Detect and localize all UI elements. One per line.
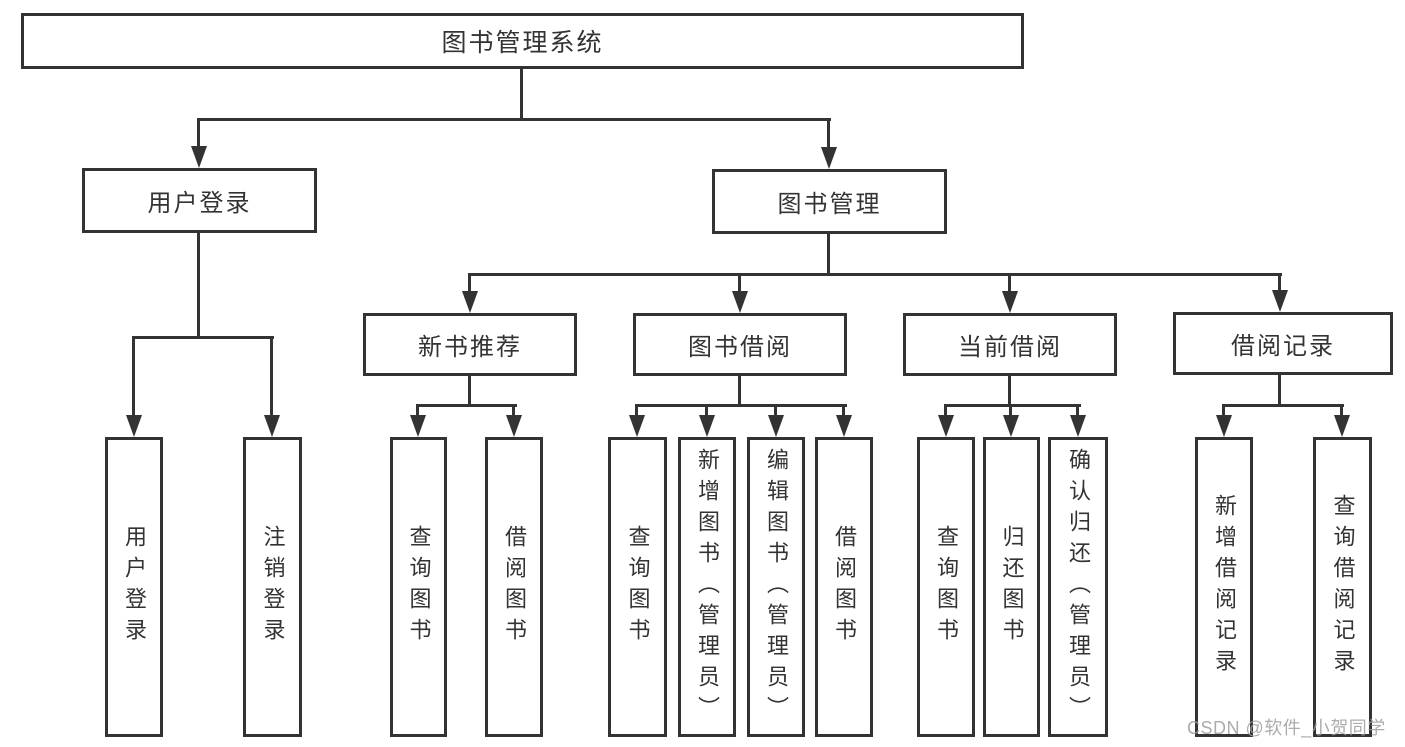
node-new-book-recommend-label: 新书推荐 [418, 334, 522, 361]
connector-line [635, 404, 847, 407]
node-leaf-borrowing-borrow-books: 借阅图书 [815, 437, 873, 737]
csdn-watermark: CSDN @软件_小贺同学 [1187, 718, 1386, 738]
node-leaf-borrowing-edit-books-label: 编辑图书（管理员） [764, 447, 789, 727]
connector-line [416, 404, 419, 418]
node-root-label: 图书管理系统 [441, 29, 604, 57]
node-leaf-records-query-record: 查询借阅记录 [1313, 437, 1372, 737]
connector-line [1076, 404, 1079, 418]
connector-line [468, 376, 471, 406]
connector-line [842, 404, 845, 418]
arrow-down-icon [836, 415, 852, 437]
connector-line [512, 404, 515, 418]
node-borrow-records: 借阅记录 [1173, 312, 1393, 375]
connector-line [468, 273, 471, 294]
node-leaf-user-login-label: 用户登录 [122, 525, 147, 649]
connector-line [416, 404, 517, 407]
connector-line [774, 404, 777, 418]
node-leaf-current-confirm-return-label: 确认归还（管理员） [1066, 447, 1091, 727]
arrow-down-icon [191, 146, 207, 168]
connector-line [1340, 404, 1343, 418]
connector-line [1222, 404, 1344, 407]
arrow-down-icon [410, 415, 426, 437]
node-book-management-label: 图书管理 [777, 191, 882, 218]
node-user-login: 用户登录 [82, 168, 317, 233]
connector-line [1278, 375, 1281, 406]
node-leaf-logout-label: 注销登录 [260, 525, 286, 649]
node-leaf-borrowing-edit-books: 编辑图书（管理员） [747, 437, 805, 737]
node-current-borrowing-label: 当前借阅 [958, 334, 1062, 361]
node-user-login-label: 用户登录 [147, 190, 252, 217]
connector-line [197, 233, 200, 338]
node-borrow-records-label: 借阅记录 [1231, 333, 1335, 360]
arrow-down-icon [1002, 291, 1018, 313]
connector-line [520, 69, 523, 120]
node-leaf-borrowing-add-books: 新增图书（管理员） [678, 437, 736, 737]
node-leaf-recommend-query-books: 查询图书 [390, 437, 447, 737]
node-leaf-logout: 注销登录 [243, 437, 302, 737]
connector-line [270, 336, 273, 417]
connector-line [197, 118, 831, 121]
node-leaf-recommend-query-books-label: 查询图书 [406, 525, 432, 649]
connector-line [1009, 404, 1012, 418]
arrow-down-icon [126, 415, 142, 437]
arrow-down-icon [1334, 415, 1350, 437]
node-leaf-recommend-borrow-books-label: 借阅图书 [502, 525, 527, 649]
node-book-management: 图书管理 [712, 169, 947, 234]
arrow-down-icon [1003, 415, 1019, 437]
connector-line [635, 404, 638, 418]
node-book-borrowing-label: 图书借阅 [688, 334, 792, 361]
connector-line [944, 404, 1081, 407]
connector-line [705, 404, 708, 418]
arrow-down-icon [1070, 415, 1086, 437]
connector-line [1278, 273, 1281, 294]
node-book-borrowing: 图书借阅 [633, 313, 847, 376]
node-new-book-recommend: 新书推荐 [363, 313, 577, 376]
connector-line [1008, 273, 1011, 294]
node-leaf-borrowing-borrow-books-label: 借阅图书 [832, 525, 857, 649]
connector-line [827, 118, 830, 149]
node-leaf-user-login: 用户登录 [105, 437, 163, 737]
node-leaf-current-return-books: 归还图书 [983, 437, 1040, 737]
node-current-borrowing: 当前借阅 [903, 313, 1117, 376]
node-leaf-borrowing-add-books-label: 新增图书（管理员） [695, 447, 720, 727]
connector-line [132, 336, 135, 417]
connector-line [468, 273, 1282, 276]
node-leaf-current-query-books-label: 查询图书 [934, 525, 959, 649]
connector-line [738, 376, 741, 406]
node-root: 图书管理系统 [21, 13, 1024, 69]
node-leaf-records-add-record-label: 新增借阅记录 [1212, 494, 1237, 680]
node-leaf-borrowing-query-books: 查询图书 [608, 437, 667, 737]
connector-line [827, 234, 830, 275]
arrow-down-icon [264, 415, 280, 437]
node-leaf-recommend-borrow-books: 借阅图书 [485, 437, 543, 737]
connector-line [1222, 404, 1225, 418]
arrow-down-icon [506, 415, 522, 437]
arrow-down-icon [462, 291, 478, 313]
arrow-down-icon [699, 415, 715, 437]
node-leaf-borrowing-query-books-label: 查询图书 [625, 525, 651, 649]
arrow-down-icon [938, 415, 954, 437]
arrow-down-icon [1272, 290, 1288, 312]
arrow-down-icon [821, 147, 837, 169]
node-leaf-current-return-books-label: 归还图书 [999, 525, 1025, 649]
arrow-down-icon [732, 291, 748, 313]
connector-line [738, 273, 741, 294]
node-leaf-current-query-books: 查询图书 [917, 437, 975, 737]
connector-line [1008, 376, 1011, 406]
arrow-down-icon [629, 415, 645, 437]
node-leaf-current-confirm-return: 确认归还（管理员） [1048, 437, 1108, 737]
arrow-down-icon [768, 415, 784, 437]
connector-line [132, 336, 274, 339]
connector-line [197, 118, 200, 148]
node-leaf-records-add-record: 新增借阅记录 [1195, 437, 1253, 737]
node-leaf-records-query-record-label: 查询借阅记录 [1330, 494, 1356, 680]
arrow-down-icon [1216, 415, 1232, 437]
connector-line [944, 404, 947, 418]
